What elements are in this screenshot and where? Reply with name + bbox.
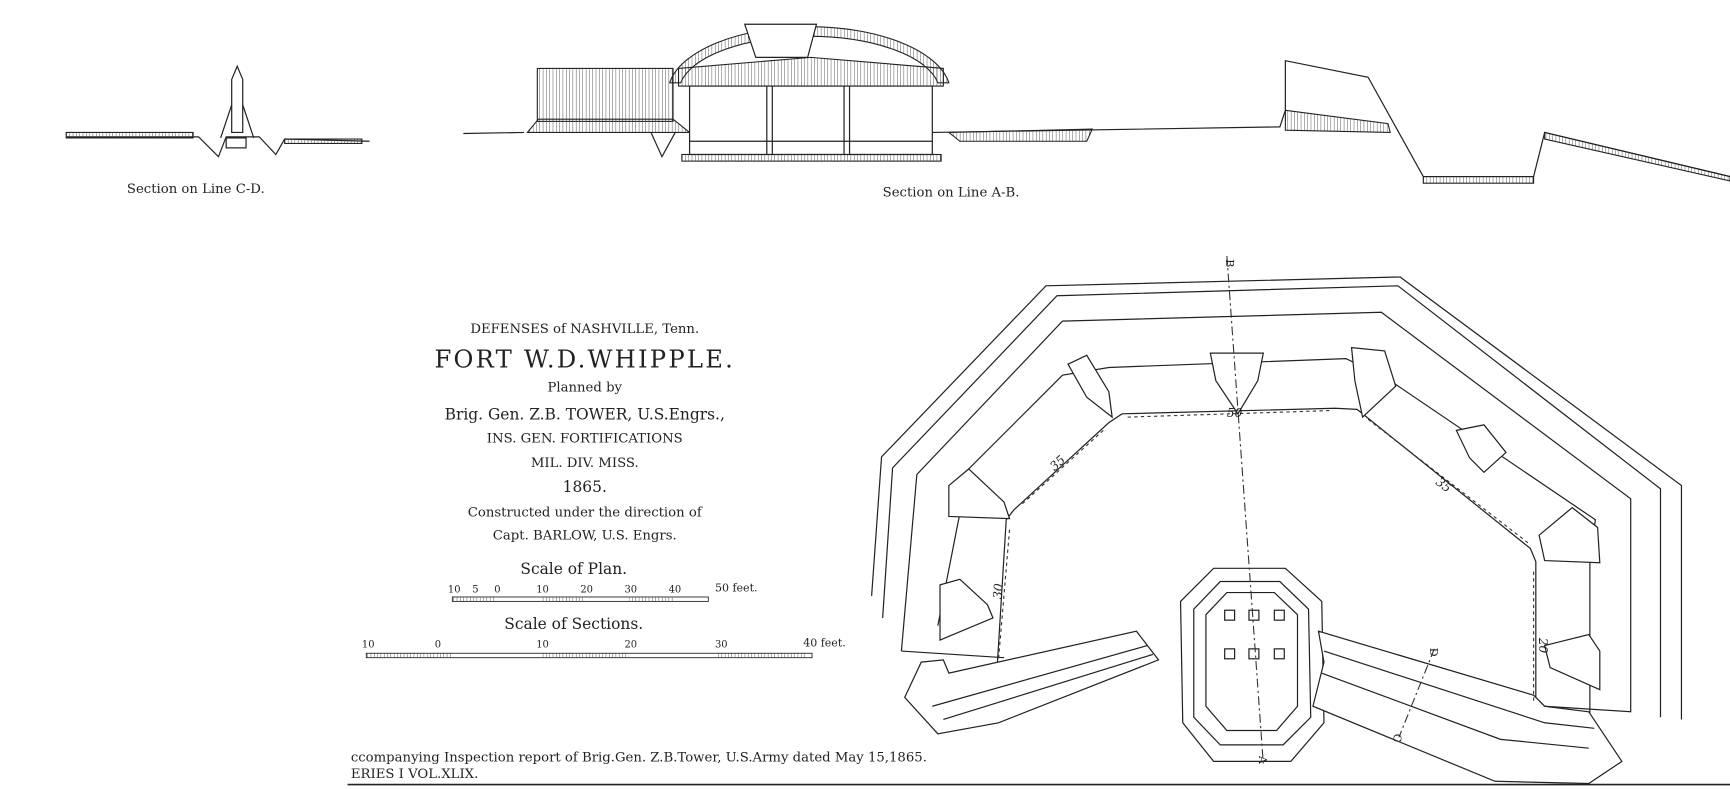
scale-of-plan: Scale of Plan. 10 5 0 10 20 30 40 50 fee…	[448, 560, 758, 602]
scale-tick: 0	[494, 585, 500, 596]
line-a-b	[1226, 255, 1264, 764]
section-cd-drawing	[65, 64, 370, 158]
section-ab-drawing	[463, 23, 1730, 184]
dimension-label: 30	[991, 583, 1006, 600]
line-c-d	[1398, 648, 1435, 738]
curtain-left	[903, 630, 1160, 735]
scale-tick: 0	[435, 640, 441, 651]
scale-tick: 20	[580, 585, 593, 596]
scale-tick: 30	[624, 585, 637, 596]
line-letter-d: D	[1427, 648, 1440, 657]
dimension-label: 20	[1536, 637, 1550, 654]
scale-plan-title: Scale of Plan.	[520, 560, 627, 578]
footer-series: ERIES I VOL.XLIX.	[351, 767, 478, 782]
planned-by: Planned by	[547, 381, 622, 396]
scale-tick: 40 feet.	[803, 637, 846, 650]
scale-sections-title: Scale of Sections.	[504, 615, 643, 633]
fort-plan: 50 35 35 30 20 B A D C	[871, 255, 1683, 785]
line-letter-c: C	[1390, 734, 1403, 742]
scale-of-sections: Scale of Sections. 10 0 10 20 30 40 feet…	[362, 615, 846, 659]
line-letter-b: B	[1223, 259, 1236, 267]
office: INS. GEN. FORTIFICATIONS	[487, 432, 683, 447]
scale-tick: 10	[536, 640, 549, 651]
scale-tick: 20	[624, 640, 637, 651]
section-cd-label: Section on Line C-D.	[127, 182, 265, 197]
division: MIL. DIV. MISS.	[531, 456, 639, 471]
curtain-right	[1312, 630, 1623, 785]
traverses	[939, 346, 1601, 691]
scale-tick: 30	[715, 640, 728, 651]
dimension-label: 35	[1047, 453, 1068, 474]
constructor: Capt. BARLOW, U.S. Engrs.	[493, 529, 677, 544]
casemate-plan	[1179, 567, 1325, 763]
title-region: DEFENSES of NASHVILLE, Tenn.	[470, 322, 699, 337]
planner: Brig. Gen. Z.B. TOWER, U.S.Engrs.,	[445, 405, 725, 423]
year: 1865.	[563, 478, 607, 496]
dimension-label: 50	[1227, 406, 1243, 420]
dimension-label: 35	[1433, 475, 1454, 496]
scale-tick: 10	[362, 640, 375, 651]
constructed-note: Constructed under the direction of	[468, 505, 703, 520]
dimension-lines	[997, 409, 1535, 701]
line-letter-a: A	[1256, 755, 1269, 765]
scale-tick: 10	[536, 585, 549, 596]
scale-tick: 50 feet.	[715, 581, 758, 594]
title-block: DEFENSES of NASHVILLE, Tenn. FORT W.D.WH…	[434, 322, 735, 544]
footer-report-note: ccompanying Inspection report of Brig.Ge…	[351, 750, 927, 765]
scale-tick: 40	[669, 585, 682, 596]
section-ab-label: Section on Line A-B.	[883, 185, 1020, 200]
casemate-section	[688, 85, 933, 156]
stockade-post	[231, 64, 244, 134]
earth-cover	[668, 26, 950, 84]
scale-tick: 5	[472, 585, 478, 596]
scale-tick: 10	[448, 585, 461, 596]
fort-title: FORT W.D.WHIPPLE.	[434, 344, 735, 373]
